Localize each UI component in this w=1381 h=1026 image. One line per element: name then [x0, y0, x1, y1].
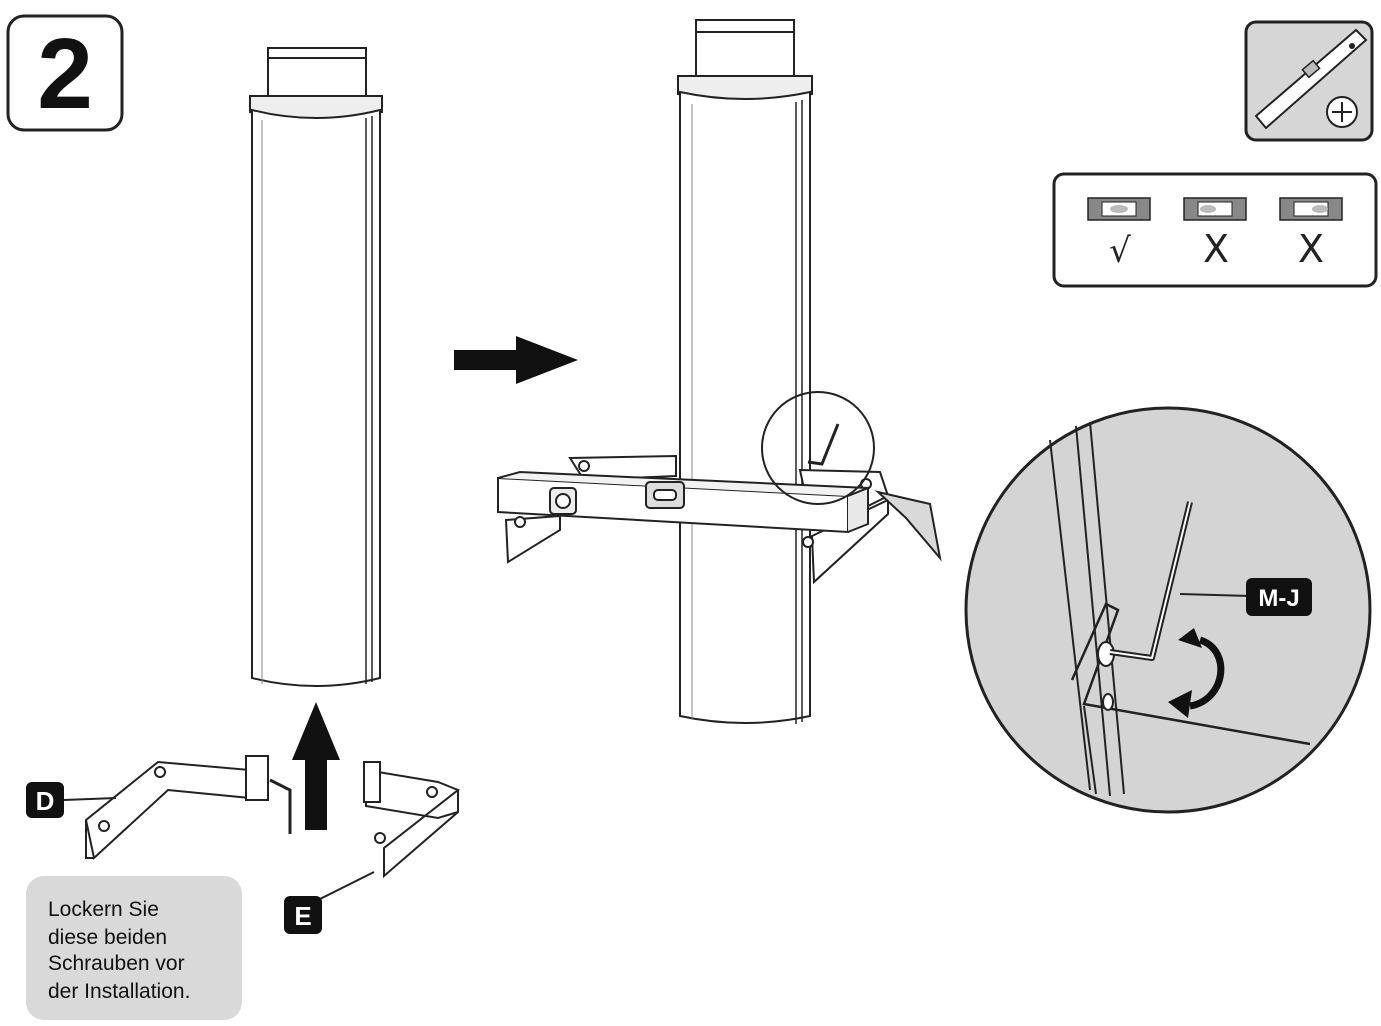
rotate-arrow-icon	[1168, 628, 1225, 718]
label-d-text: D	[36, 786, 55, 816]
vial-level-left	[1183, 197, 1247, 221]
label-mj-text: M-J	[1258, 585, 1299, 612]
note-line-4: der Installation.	[48, 980, 190, 1003]
note-box: Lockern Sie diese beiden Schrauben vor d…	[26, 876, 242, 1020]
label-mj: M-J	[1246, 578, 1312, 616]
spirit-level-icon	[1244, 20, 1374, 142]
up-arrow-icon	[292, 702, 340, 830]
column-right	[677, 19, 813, 724]
label-d: D	[26, 782, 117, 818]
note-line-2: diese beiden	[48, 926, 167, 949]
label-e-text: E	[294, 901, 311, 931]
step-badge: 2	[6, 14, 124, 132]
level-check-panel: √ X X	[1052, 172, 1378, 288]
check-mark-2: X	[1203, 227, 1229, 271]
note-line-1: Lockern Sie	[48, 898, 159, 921]
check-mark-1: √	[1109, 231, 1131, 271]
detail-callout-small	[761, 391, 942, 562]
bracket-d	[84, 755, 292, 860]
check-mark-3: X	[1298, 227, 1324, 271]
plus-circle-icon	[1326, 96, 1358, 128]
vial-level-right	[1279, 197, 1343, 221]
magnified-detail	[964, 406, 1372, 814]
vial-level-correct	[1087, 197, 1151, 221]
note-line-3: Schrauben vor	[48, 952, 185, 975]
label-e: E	[284, 871, 375, 934]
spirit-level-on-column	[497, 470, 869, 534]
column-left	[249, 47, 383, 687]
bracket-e	[363, 761, 460, 879]
step-number: 2	[37, 18, 93, 130]
right-arrow-icon	[454, 336, 578, 384]
